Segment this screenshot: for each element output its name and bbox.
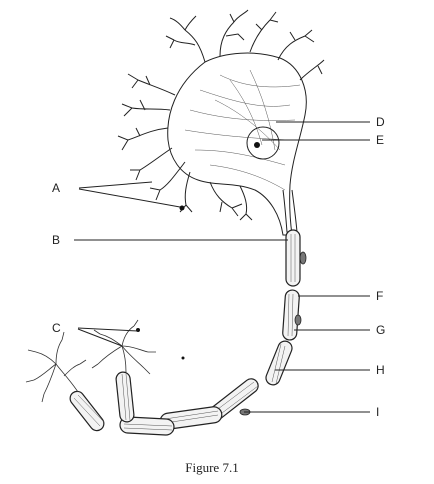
label-e: E xyxy=(376,133,384,147)
dendrite-terminal xyxy=(179,205,185,211)
leader-line-A2 xyxy=(78,188,181,208)
myelin-segment xyxy=(115,371,135,423)
label-c: C xyxy=(52,321,61,335)
myelin-segment xyxy=(69,390,105,432)
label-a: A xyxy=(52,181,60,195)
label-f: F xyxy=(376,289,383,303)
label-i: I xyxy=(376,405,379,419)
synaptic-knob xyxy=(181,356,185,360)
leader-line-C1 xyxy=(77,327,139,332)
myelin-segment xyxy=(119,416,175,436)
leader-line-A1 xyxy=(78,181,153,189)
dendrites xyxy=(117,9,325,221)
label-b: B xyxy=(52,233,60,247)
leader-lines xyxy=(74,121,370,413)
axon-terminals xyxy=(25,319,156,403)
myelin-segment xyxy=(265,340,293,386)
myelin-segment xyxy=(285,229,301,287)
label-h: H xyxy=(376,363,385,377)
figure-caption: Figure 7.1 xyxy=(185,460,238,475)
leader-line-C2 xyxy=(77,328,123,347)
nucleolus xyxy=(254,142,260,148)
label-g: G xyxy=(376,323,385,337)
axon xyxy=(69,229,307,436)
nucleus xyxy=(246,126,280,160)
label-d: D xyxy=(376,115,385,129)
